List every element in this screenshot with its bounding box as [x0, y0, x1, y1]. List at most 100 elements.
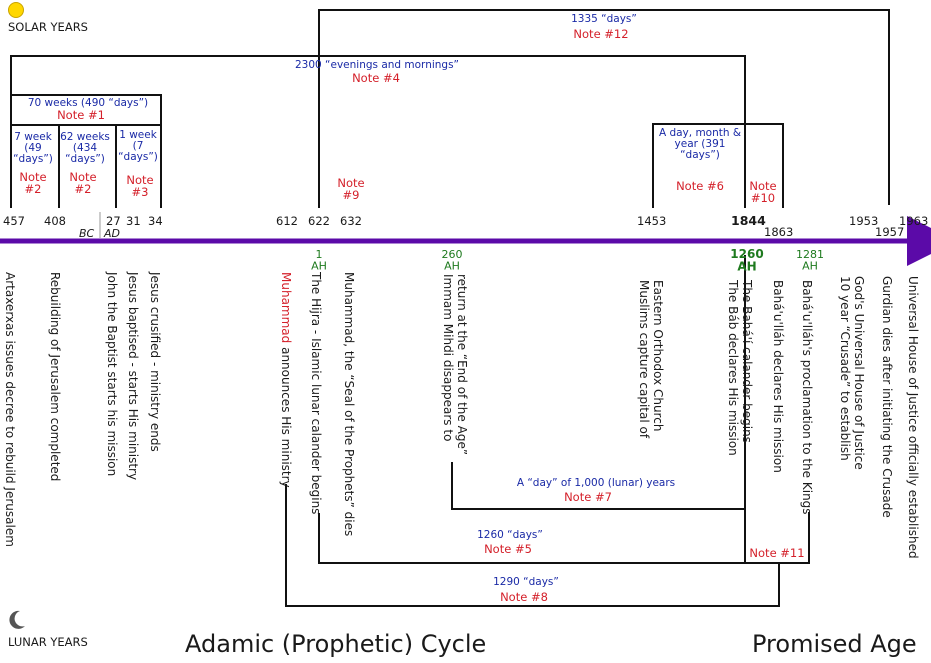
period-62-weeks: 62 weeks(434“days”) [60, 131, 110, 165]
period-1260-days: 1260 “days” [477, 529, 543, 541]
label-line: Note [69, 170, 96, 184]
event-hijra: The Hijra - Islamic lunar calander begin… [309, 271, 323, 514]
bracket-day-month-year [652, 123, 784, 208]
event-bahaullah-declares: Bahá'u'lláh declares His mission [771, 280, 785, 473]
note-6: Note #6 [676, 179, 724, 193]
year-label-408: 408 [44, 214, 66, 228]
label-line: Note [749, 179, 776, 193]
label-line: #2 [25, 182, 42, 196]
label-line: AH [311, 260, 327, 273]
event-jesus-crusified: Jesus crusified - ministry ends [148, 271, 162, 452]
label-line: Note [337, 176, 364, 190]
label-line: 260 [442, 248, 463, 261]
label-line: Note [126, 173, 153, 187]
note-11: Note #11 [749, 546, 804, 560]
cycle-title-promised-age: Promised Age [752, 630, 917, 658]
event-immam-mihdi: Immam Mihdi disappears toreturn at the “… [441, 274, 469, 455]
period-1000-years: A “day” of 1,000 (lunar) years [517, 477, 675, 489]
note-9: Note#9 [337, 176, 364, 202]
bracket-1000-years [451, 255, 746, 510]
label-line: A “day” of 1,000 (lunar) years [517, 477, 675, 489]
label-line: 1260 “days” [477, 529, 543, 541]
bracket-1335-days [318, 9, 890, 205]
event-line: Immam Mihdi disappears to [441, 274, 455, 441]
event-rebuilding-completed: Rebuilding of Jerusalem completed [48, 272, 62, 481]
bracket-1260-days [318, 512, 810, 564]
bc-label: BC [79, 227, 95, 240]
label-line: Note [19, 170, 46, 184]
event-bab-declares: The Báb declares His missionThe Bahá'í c… [726, 279, 754, 456]
note-1: Note #1 [57, 108, 105, 122]
event-proclamation-kings: Bahá'u'lláh's proclamation to the Kings [800, 280, 814, 515]
cycle-title-adamic: Adamic (Prophetic) Cycle [185, 630, 486, 658]
label-line: AH [737, 260, 756, 274]
label-line: 62 weeks [60, 131, 110, 143]
note-8: Note #8 [500, 590, 548, 604]
label-line: 1335 “days” [571, 13, 637, 25]
label-line: #3 [132, 185, 149, 199]
note-2b: Note#2 [69, 170, 96, 196]
event-jesus-baptised: Jesus baptised - starts His ministry [126, 271, 140, 480]
note-7: Note #7 [564, 490, 612, 504]
event-muhammad-name: Muhammad [279, 272, 293, 343]
event-muhammad-rest: announces His ministry [279, 343, 293, 487]
label-line: “days”) [65, 153, 105, 165]
year-label-1963: 1963 [899, 214, 928, 228]
note-12: Note #12 [573, 27, 628, 41]
year-label-1453: 1453 [637, 214, 666, 228]
year-label-612: 612 [276, 214, 298, 228]
bracket-70-weeks [11, 94, 162, 208]
year-label-622: 622 [308, 214, 330, 228]
period-1290-days: 1290 “days” [493, 576, 559, 588]
period-1-week: 1 week(7“days”) [118, 129, 158, 163]
label-line: 1 [316, 248, 323, 261]
label-line: (7 [133, 140, 144, 152]
note-10: Note#10 [749, 179, 776, 205]
year-label-1957: 1957 [875, 225, 904, 239]
label-line: “days”) [13, 153, 53, 165]
event-uhj-established: Universal House of Justice officially es… [906, 276, 920, 559]
year-label-1863: 1863 [764, 225, 793, 239]
period-1335-days: 1335 “days” [571, 13, 637, 25]
note-5: Note #5 [484, 542, 532, 556]
period-day-month-year: A day, month &year (391“days”) [659, 127, 741, 161]
year-label-457: 457 [3, 214, 25, 228]
event-line: God's Universal House of Justice [852, 276, 866, 470]
note-4: Note #4 [352, 71, 400, 85]
label-line: AH [802, 260, 818, 273]
event-guardian-dies: Gurdian dies after initiating the Crusad… [880, 276, 894, 518]
event-muhammad-dies: Muhammad, the “Seal of the Prophets” die… [342, 272, 356, 536]
year-label-1953: 1953 [849, 214, 878, 228]
year-label-34: 34 [148, 214, 163, 228]
label-line: AH [444, 260, 460, 273]
ad-label: AD [103, 227, 120, 240]
label-line: 2300 “evenings and mornings” [295, 59, 459, 71]
sun-icon [8, 2, 24, 18]
lunar-years-label: LUNAR YEARS [8, 635, 88, 649]
event-artaxerxas-decree: Artaxerxas issues decree to rebuild Jeru… [3, 272, 17, 547]
event-line: Muslims capture capital of [637, 280, 651, 439]
note-11-bg [748, 546, 806, 560]
event-line: 10 year “Crusade” to establish [838, 276, 852, 461]
label-line: #2 [75, 182, 92, 196]
label-line: 1290 “days” [493, 576, 559, 588]
event-line: Eastern Orthodox Church [651, 280, 665, 431]
year-label-632: 632 [340, 214, 362, 228]
event-line: The Báb declares His mission [726, 279, 740, 456]
label-line: 1260 [730, 247, 763, 261]
event-muslims-capture: Muslims capture capital ofEastern Orthod… [637, 280, 665, 439]
year-label-31: 31 [126, 214, 141, 228]
event-muhammad-ministry: Muhammad announces His ministry [279, 272, 293, 488]
crescent-moon-icon [9, 610, 25, 629]
event-line: The Bahá'í calander begins [740, 279, 754, 443]
label-line: #9 [343, 188, 360, 202]
label-line: (434 [73, 142, 97, 154]
year-label-1844: 1844 [731, 213, 766, 228]
year-label-27: 27 [106, 214, 121, 228]
